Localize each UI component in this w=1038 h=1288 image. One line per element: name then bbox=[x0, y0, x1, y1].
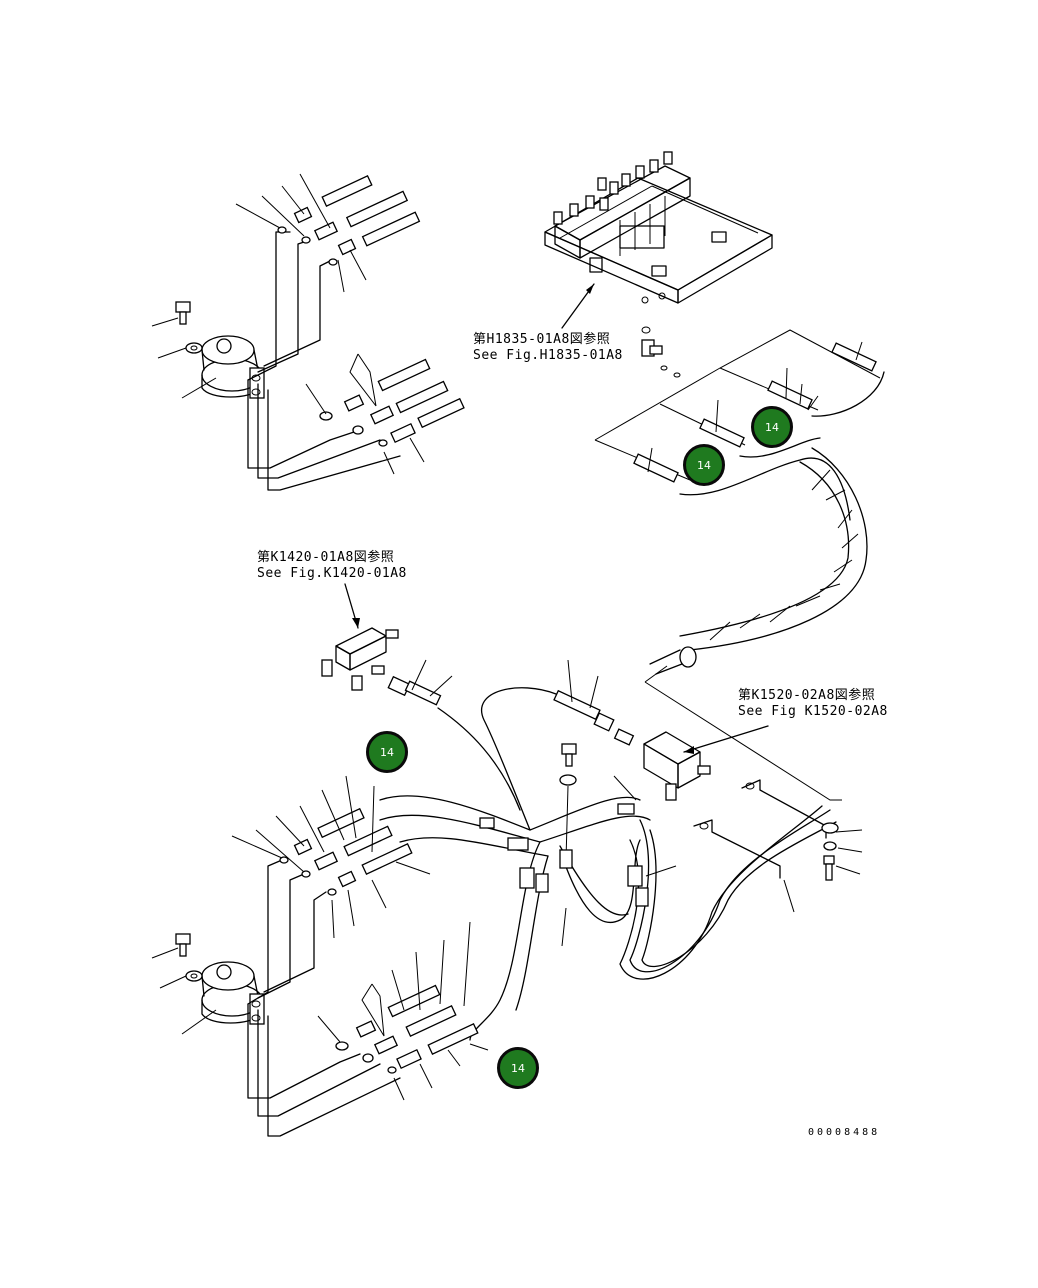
lower-left-fittings bbox=[279, 807, 479, 1074]
reference-k1420-en: See Fig.K1420-01A8 bbox=[257, 566, 407, 581]
bolt-washer-upper bbox=[175, 301, 203, 354]
callout-14-badge[interactable]: 14 bbox=[751, 406, 793, 448]
hose-bundle-right bbox=[594, 329, 885, 675]
leader-lines-upper-left bbox=[151, 173, 425, 475]
elbow-fitting-top bbox=[641, 326, 681, 378]
hose-k1520 bbox=[481, 659, 635, 831]
reference-h1835-jp: 第H1835-01A8図参照 bbox=[473, 332, 611, 347]
reference-k1520: 第K1520-02A8図参照 See Fig K1520-02A8 bbox=[738, 688, 888, 720]
leader-lines-lower-left bbox=[151, 775, 489, 1101]
valve-k1520 bbox=[643, 731, 711, 801]
main-hose-routing bbox=[379, 795, 837, 1041]
reference-k1420-jp: 第K1420-01A8図参照 bbox=[257, 550, 395, 565]
swing-motor-upper bbox=[201, 335, 265, 399]
reference-k1520-jp: 第K1520-02A8図参照 bbox=[738, 688, 876, 703]
reference-k1420: 第K1420-01A8図参照 See Fig.K1420-01A8 bbox=[257, 550, 407, 582]
valve-ports bbox=[553, 151, 673, 225]
bolt-washer-lower bbox=[175, 933, 203, 982]
callout-14-badge[interactable]: 14 bbox=[683, 444, 725, 486]
control-valve-frame bbox=[544, 177, 773, 304]
leader-lines-top-right bbox=[647, 341, 863, 473]
valve-k1420 bbox=[321, 627, 399, 691]
leader-lines-middle bbox=[561, 775, 863, 947]
arrow-k1520 bbox=[684, 746, 694, 754]
reference-h1835-en: See Fig.H1835-01A8 bbox=[473, 348, 623, 363]
lower-left-tubes bbox=[247, 859, 401, 1137]
callout-14-badge[interactable]: 14 bbox=[497, 1047, 539, 1089]
bolt-washer-middle bbox=[559, 743, 577, 861]
swing-motor-lower bbox=[201, 961, 265, 1025]
upper-left-fittings bbox=[277, 175, 465, 447]
callout-14-badge[interactable]: 14 bbox=[366, 731, 408, 773]
arrow-k1420 bbox=[352, 618, 360, 628]
reference-k1520-en: See Fig K1520-02A8 bbox=[738, 704, 888, 719]
drawing-number: 00008488 bbox=[808, 1127, 881, 1138]
reference-h1835: 第H1835-01A8図参照 See Fig.H1835-01A8 bbox=[473, 332, 623, 364]
arrow-h1835 bbox=[586, 284, 594, 294]
bracket-right bbox=[693, 779, 839, 881]
leader-bundle-tip bbox=[644, 665, 668, 683]
leader-k1520 bbox=[683, 725, 769, 753]
leader-bundle bbox=[644, 681, 842, 801]
hose-k1420 bbox=[387, 659, 521, 811]
upper-left-tubes bbox=[247, 231, 401, 491]
